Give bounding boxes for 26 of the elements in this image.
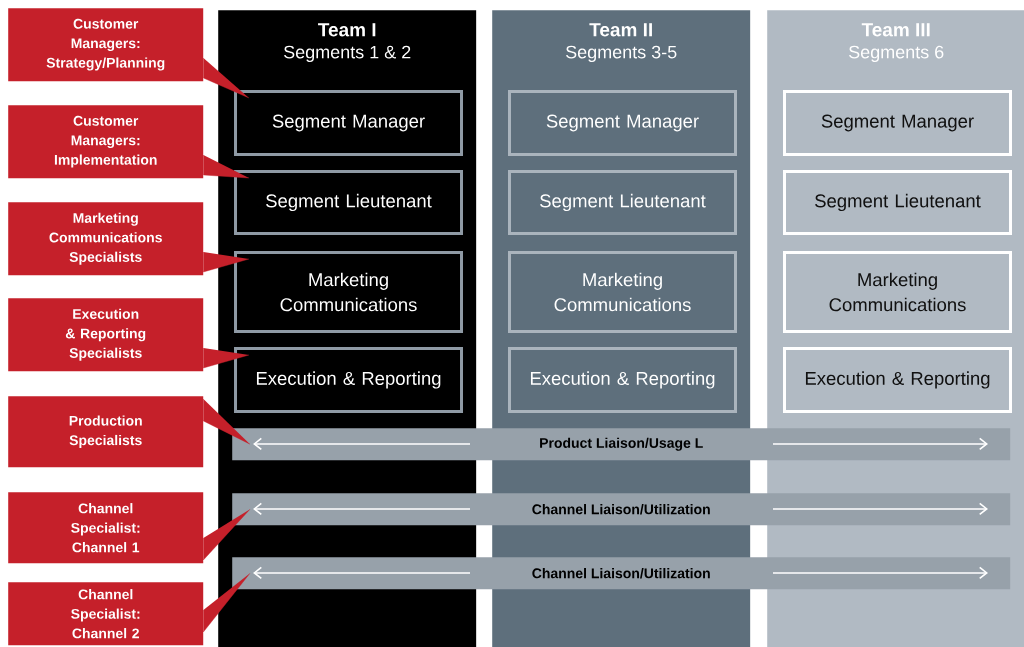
liaison-band: Channel Liaison/Utilization: [232, 557, 1011, 590]
role-box: Segment Manager: [508, 90, 737, 156]
callout-box: Execution & Reporting Specialists: [8, 298, 204, 372]
role-box: Execution & Reporting: [508, 347, 737, 413]
callout-box: Marketing Communications Specialists: [8, 202, 204, 276]
role-box: Marketing Communications: [234, 251, 463, 333]
role-box: Segment Lieutenant: [783, 170, 1012, 235]
role-box: Execution & Reporting: [234, 347, 463, 413]
liaison-band: Channel Liaison/Utilization: [232, 493, 1011, 526]
role-box: Segment Lieutenant: [234, 170, 463, 235]
role-box: Marketing Communications: [508, 251, 737, 333]
role-box: Marketing Communications: [783, 251, 1012, 333]
callout-pointer: [203, 154, 250, 179]
callout-pointer: [203, 573, 251, 633]
callout-box: Customer Managers: Implementation: [8, 105, 204, 179]
role-box: Segment Manager: [234, 90, 463, 156]
role-box: Segment Lieutenant: [508, 170, 737, 235]
callout-pointer: [203, 251, 250, 273]
callout-pointer: [203, 347, 250, 369]
callout-box: Customer Managers: Strategy/Planning: [8, 8, 204, 82]
callout-pointer: [203, 509, 251, 561]
callout-pointer: [203, 57, 250, 99]
liaison-band: Product Liaison/Usage L: [232, 428, 1011, 461]
role-box: Segment Manager: [783, 90, 1012, 156]
role-box: Execution & Reporting: [783, 347, 1012, 413]
callout-pointer: [203, 398, 251, 445]
